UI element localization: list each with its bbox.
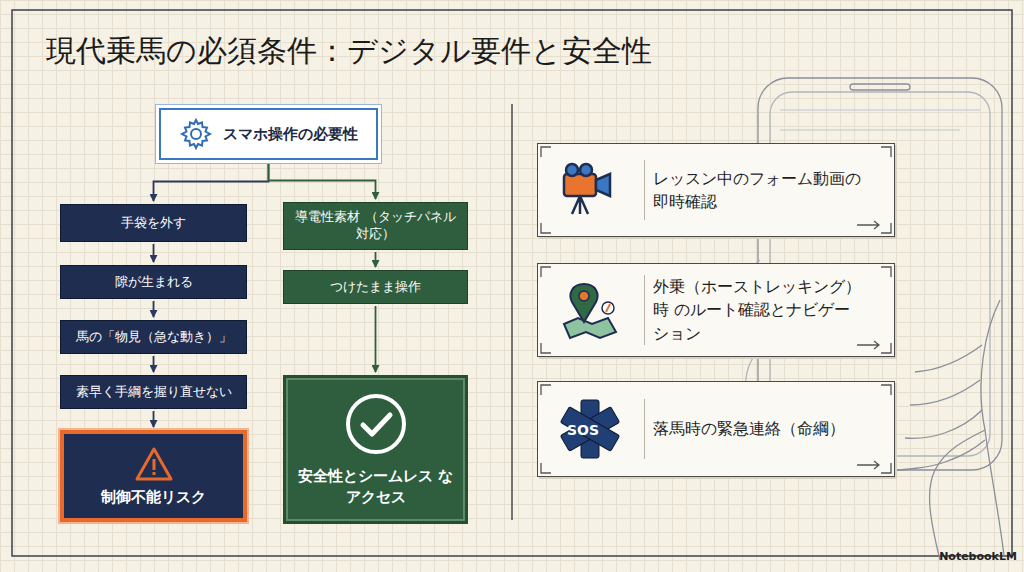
- process-box: スマホ操作の必要性: [159, 108, 378, 160]
- node-text: 導電性素材 （タッチパネル対応）: [284, 209, 467, 243]
- flow-arrow: [153, 411, 155, 427]
- feature-card: 外乗（ホーストレッキング）時 のルート確認とナビゲーション: [537, 263, 895, 357]
- card-text-area: 外乗（ホーストレッキング）時 のルート確認とナビゲーション: [644, 275, 864, 345]
- node-text: 素早く手綱を握り直せない: [70, 384, 238, 401]
- process-box: 馬の「物見（急な動き）」: [60, 320, 247, 354]
- check-icon: [344, 392, 408, 456]
- process-box: 手袋を外す: [60, 204, 247, 242]
- card-text-area: 落馬時の緊急連絡（命綱）: [644, 399, 845, 459]
- flow-arrow: [269, 162, 376, 199]
- watermark: NotebookLM: [938, 549, 1018, 565]
- divider: [511, 104, 513, 520]
- process-box: つけたまま操作: [283, 270, 468, 304]
- process-box: 素早く手綱を握り直せない: [60, 375, 247, 409]
- card-text-area: レッスン中のフォーム動画の 即時確認: [644, 160, 864, 220]
- feature-card: レッスン中のフォーム動画の 即時確認: [537, 143, 895, 237]
- node-text: 手袋を外す: [115, 215, 192, 232]
- sos-label: SOS: [566, 420, 600, 440]
- node-text: 制御不能リスク: [101, 488, 206, 507]
- result-box: 安全性とシームレス なアクセス: [283, 375, 468, 524]
- node-text: 外乗（ホーストレッキング）時 のルート確認とナビゲーション: [653, 275, 864, 345]
- flow-arrow: [153, 356, 155, 372]
- flow-arrow: [153, 244, 155, 262]
- feature-icon: [550, 155, 630, 225]
- frame: [12, 10, 1012, 556]
- risk-box: 制御不能リスク: [60, 430, 247, 522]
- node-text: 落馬時の緊急連絡（命綱）: [653, 417, 845, 440]
- node-text: レッスン中のフォーム動画の 即時確認: [653, 167, 864, 213]
- node-text: スマホ操作の必要性: [223, 125, 358, 144]
- flow-arrow: [375, 306, 377, 372]
- warning-icon: [134, 446, 174, 482]
- node-text: つけたまま操作: [324, 279, 427, 296]
- flow-arrow: [375, 252, 377, 267]
- feature-icon: [550, 275, 630, 345]
- process-box: 隙が生まれる: [60, 265, 247, 299]
- diagram-title: 現代乗馬の必須条件：デジタル要件と安全性: [46, 31, 652, 72]
- node-text: 馬の「物見（急な動き）」: [70, 329, 238, 346]
- process-box: 導電性素材 （タッチパネル対応）: [283, 202, 468, 250]
- flow-arrow: [153, 301, 155, 317]
- flow-arrow: [154, 162, 269, 201]
- gear-icon: [179, 117, 213, 151]
- node-text: 安全性とシームレス なアクセス: [294, 466, 457, 507]
- node-text: 隙が生まれる: [109, 274, 199, 291]
